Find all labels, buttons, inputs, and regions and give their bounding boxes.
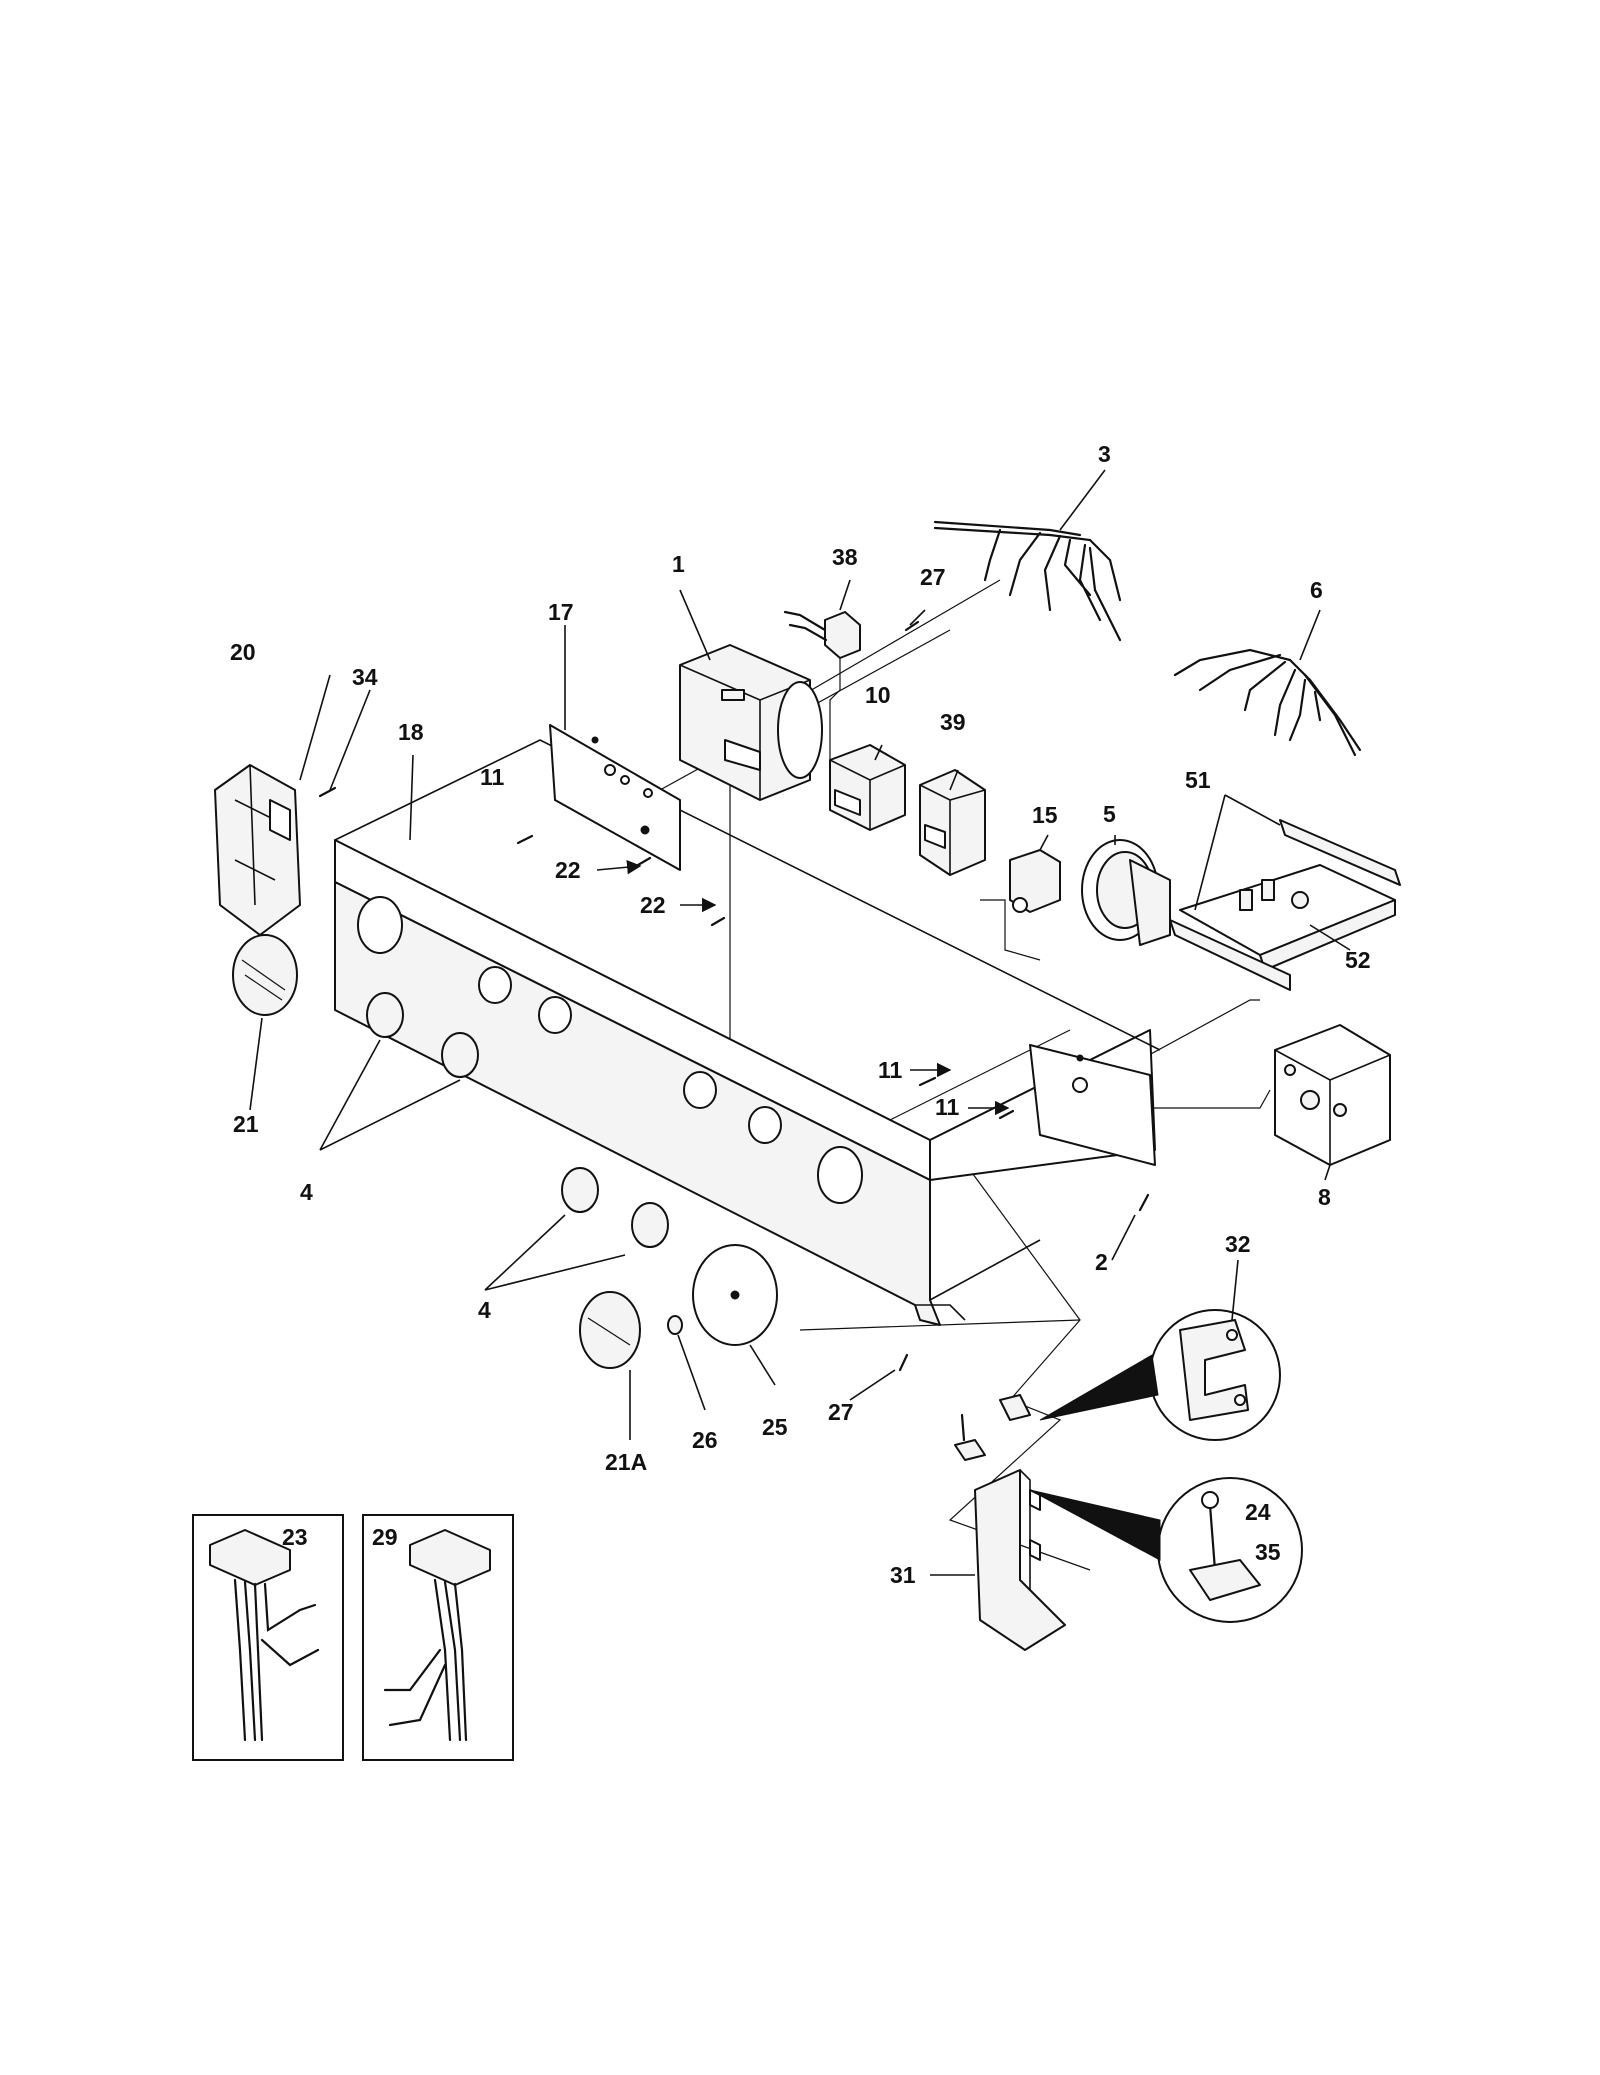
label-10: 10 — [865, 682, 891, 708]
timer — [679, 644, 823, 801]
label-4-left: 4 — [300, 1179, 313, 1205]
switch-39 — [919, 769, 986, 876]
label-52: 52 — [1345, 947, 1371, 973]
label-51: 51 — [1185, 767, 1211, 793]
label-39: 39 — [940, 709, 966, 735]
label-17: 17 — [548, 599, 574, 625]
label-18: 18 — [398, 719, 424, 745]
control-panel — [334, 739, 1161, 1326]
label-11-top: 11 — [480, 764, 505, 790]
label-38: 38 — [832, 544, 858, 570]
label-5: 5 — [1103, 801, 1116, 827]
label-20: 20 — [230, 639, 256, 665]
label-34: 34 — [352, 664, 378, 690]
label-3: 3 — [1098, 441, 1111, 467]
relay — [783, 610, 861, 760]
part-labels: 1 3 6 38 27 17 20 34 18 10 39 11 15 5 51… — [230, 441, 1371, 1588]
label-11-mid: 11 — [878, 1057, 903, 1083]
label-27-low: 27 — [828, 1399, 854, 1425]
callout-24-35 — [1029, 1477, 1303, 1623]
end-cap-left — [214, 764, 301, 936]
label-8: 8 — [1318, 1184, 1331, 1210]
switch-15 — [1009, 849, 1061, 913]
label-24: 24 — [1245, 1499, 1271, 1525]
label-26: 26 — [692, 1427, 718, 1453]
label-29: 29 — [372, 1524, 398, 1550]
label-11-low: 11 — [935, 1094, 960, 1120]
label-23: 23 — [282, 1524, 308, 1550]
label-25: 25 — [762, 1414, 788, 1440]
small-clips — [954, 1394, 1031, 1461]
label-6: 6 — [1310, 577, 1323, 603]
callout-32 — [1039, 1309, 1281, 1441]
label-22-lower: 22 — [640, 892, 666, 918]
harness-6 — [1173, 648, 1362, 757]
screws — [318, 620, 1150, 1372]
label-15: 15 — [1032, 802, 1058, 828]
switch-10 — [829, 744, 906, 831]
label-32: 32 — [1225, 1231, 1251, 1257]
inset-box-29 — [362, 1514, 514, 1761]
label-27-top: 27 — [920, 564, 946, 590]
label-35: 35 — [1255, 1539, 1281, 1565]
end-cap-right — [974, 1469, 1066, 1651]
label-22-upper: 22 — [555, 857, 581, 883]
knobs — [232, 934, 778, 1369]
label-21: 21 — [233, 1111, 259, 1137]
pressure-switch — [1081, 839, 1171, 946]
side-bracket-right — [1029, 1044, 1156, 1166]
harness-3 — [933, 520, 1122, 642]
inset-box-23 — [192, 1514, 344, 1761]
arrow-leaders — [596, 860, 1010, 1116]
label-1: 1 — [672, 551, 685, 577]
label-21A: 21A — [605, 1449, 647, 1475]
label-4-right: 4 — [478, 1297, 491, 1323]
electronic-timer — [1274, 1024, 1391, 1166]
leader-lines — [249, 469, 1351, 1576]
label-2: 2 — [1095, 1249, 1108, 1275]
label-31: 31 — [890, 1562, 916, 1588]
rear-bracket — [549, 724, 681, 871]
